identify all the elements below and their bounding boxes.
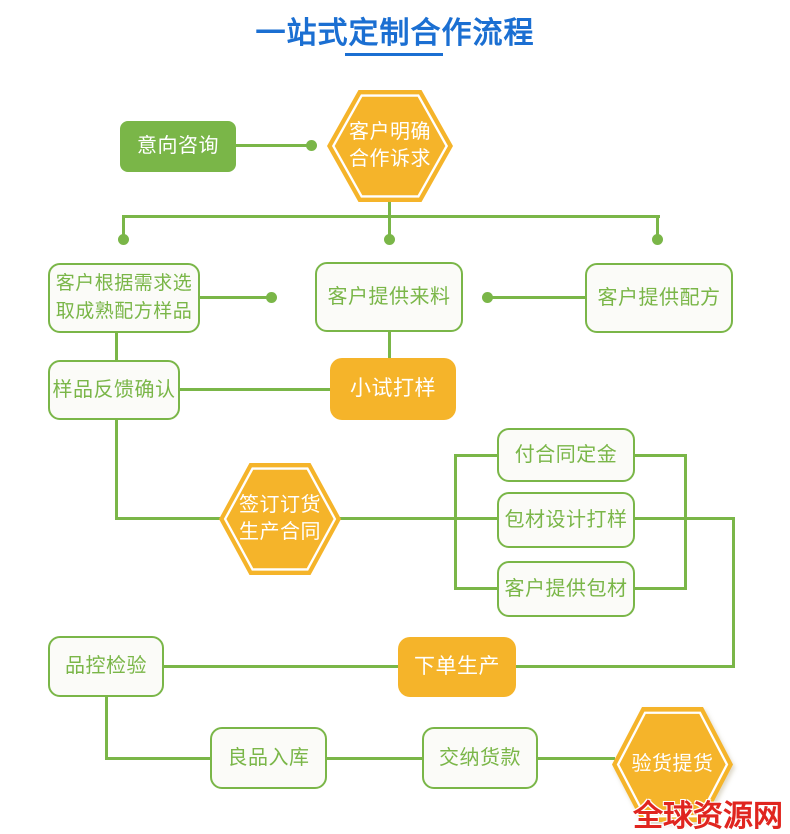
connector-line: [454, 587, 497, 590]
node-place-order: 下单生产: [398, 637, 516, 697]
connector-line: [635, 587, 687, 590]
connector-line: [732, 517, 735, 668]
node-hex-customer-demand: 客户明确 合作诉求: [327, 90, 453, 202]
connector-dot: [118, 234, 129, 245]
connector-line: [388, 201, 391, 235]
connector-dot: [266, 292, 277, 303]
connector-line: [516, 665, 735, 668]
connector-dot: [306, 140, 317, 151]
node-goods-storage: 良品入库: [210, 727, 327, 789]
node-label: 付合同定金: [514, 443, 618, 466]
hexagon-shape: [327, 90, 453, 202]
connector-dot: [652, 234, 663, 245]
connector-line: [179, 388, 331, 391]
node-hex-sign-contract: 签订订货 生产合同: [219, 463, 341, 575]
watermark-logo: 全球资源网: [633, 800, 783, 833]
hexagon-shape: [219, 463, 341, 575]
node-label-line1: 客户明确: [349, 121, 431, 143]
connector-line: [327, 757, 422, 760]
connector-line: [635, 517, 735, 520]
connector-dot: [384, 234, 395, 245]
node-label: 下单生产: [414, 654, 500, 678]
node-pay-balance: 交纳货款: [422, 727, 538, 789]
node-label-line2: 合作诉求: [349, 148, 431, 170]
node-select-formula-sample: 客户根据需求选 取成熟配方样品: [48, 263, 200, 333]
node-label: 验货提货: [631, 753, 714, 775]
node-provide-material: 客户提供来料: [315, 262, 463, 332]
hexagon-shape: [612, 707, 733, 822]
hexagon-text: 验货提货: [612, 707, 733, 822]
node-label: 良品入库: [227, 746, 310, 769]
node-intent-consult: 意向咨询: [120, 121, 236, 172]
node-label-line1: 客户根据需求选: [55, 273, 193, 295]
connector-line: [164, 665, 398, 668]
node-label-line1: 签订订货: [239, 494, 321, 516]
page-title: 一站式定制合作流程: [255, 17, 535, 50]
connector-line: [105, 757, 210, 760]
node-hex-goods-pickup: 验货提货: [612, 707, 733, 822]
hexagon-text: 签订订货 生产合同: [219, 463, 341, 575]
connector-line: [388, 331, 391, 358]
node-label-line2: 取成熟配方样品: [55, 301, 193, 322]
node-label: 交纳货款: [439, 746, 521, 769]
hexagon-text: 客户明确 合作诉求: [327, 90, 453, 202]
connector-line: [105, 697, 108, 760]
node-pay-deposit: 付合同定金: [497, 428, 635, 482]
title-underline: [345, 53, 443, 56]
node-label: 样品反馈确认: [52, 378, 176, 401]
connector-line: [635, 454, 687, 457]
connector-line: [122, 215, 660, 218]
connector-line: [656, 215, 659, 235]
node-label: 意向咨询: [137, 135, 219, 157]
node-package-design: 包材设计打样: [497, 492, 635, 548]
node-trial-sample: 小试打样: [330, 358, 456, 420]
node-provide-formula: 客户提供配方: [585, 263, 733, 333]
node-label: 品控检验: [65, 655, 147, 677]
connector-line: [115, 517, 221, 520]
connector-line: [236, 144, 310, 147]
node-label: 客户提供包材: [504, 577, 628, 600]
node-quality-check: 品控检验: [48, 636, 164, 697]
connector-line: [339, 517, 497, 520]
node-label: 包材设计打样: [504, 508, 628, 531]
connector-line: [115, 420, 118, 520]
connector-line: [454, 454, 457, 590]
connector-line: [454, 454, 497, 457]
connector-line: [538, 757, 615, 760]
node-sample-feedback: 样品反馈确认: [48, 360, 180, 420]
connector-dot: [482, 292, 493, 303]
connector-line: [122, 215, 125, 235]
connector-line: [684, 454, 687, 590]
node-label: 客户提供配方: [597, 286, 721, 309]
connector-line: [492, 296, 585, 299]
node-label: 小试打样: [350, 376, 436, 400]
node-customer-package: 客户提供包材: [497, 561, 635, 617]
connector-line: [115, 332, 118, 360]
connector-line: [200, 296, 268, 299]
node-label-line2: 生产合同: [239, 521, 321, 543]
node-label: 客户提供来料: [327, 285, 451, 308]
